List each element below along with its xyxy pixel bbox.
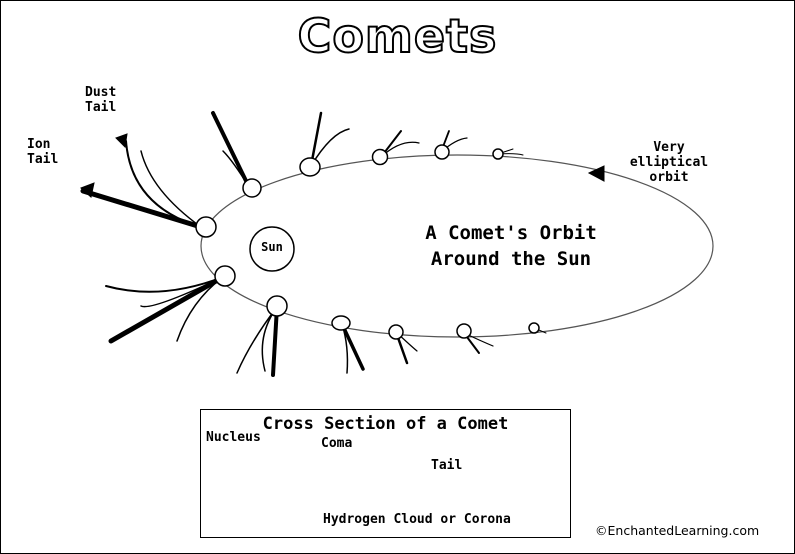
label-arrows: [80, 133, 605, 198]
orbit-ellipse: [200, 154, 714, 338]
credit-text: ©EnchantedLearning.com: [595, 523, 760, 538]
tail-label: Tail: [431, 458, 463, 473]
orbit-caption: A Comet's Orbit Around the Sun: [425, 222, 597, 270]
coma-label: Coma: [321, 436, 353, 451]
sun-circle: [249, 226, 295, 272]
ion-tail-label: Ion Tail: [27, 137, 59, 167]
nucleus-label: Nucleus: [206, 430, 261, 445]
cross-section-title: Cross Section of a Comet: [262, 414, 509, 434]
dust-tail-label: Dust Tail: [85, 85, 117, 115]
elliptical-orbit-label: Very elliptical orbit: [629, 140, 709, 185]
hydrogen-cloud-label: Hydrogen Cloud or Corona: [323, 512, 511, 527]
page-title: Comets: [297, 8, 498, 64]
comet-heads: [195, 144, 540, 340]
sun-label: Sun: [261, 240, 283, 254]
cross-section-box: Cross Section of a Comet: [200, 409, 571, 538]
